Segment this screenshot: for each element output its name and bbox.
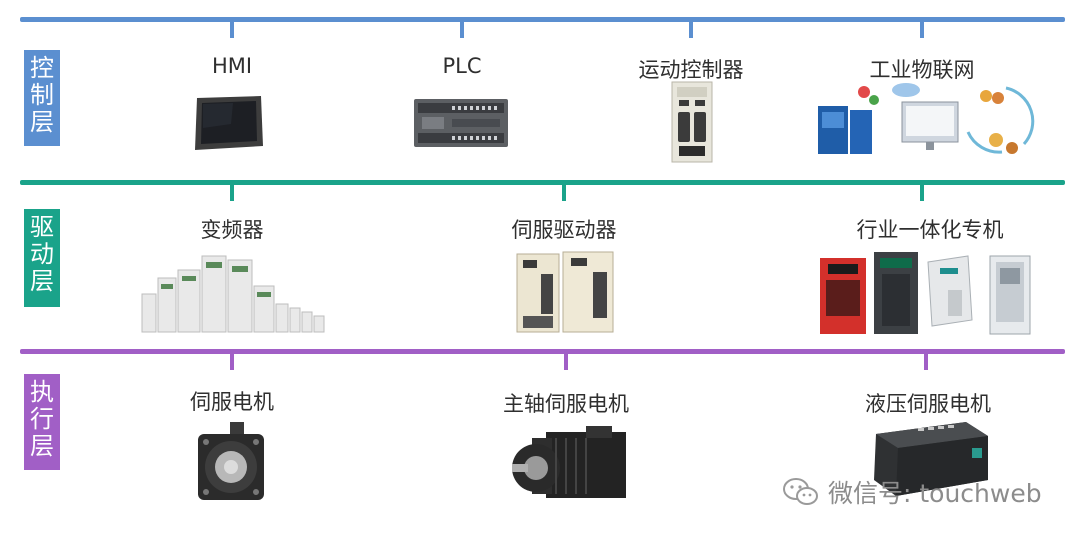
execution-tag-char-3: 层 bbox=[30, 432, 54, 460]
control-tick-iiot bbox=[920, 20, 924, 38]
label-servo-motor: 伺服电机 bbox=[190, 390, 274, 414]
drive-layer-bar bbox=[20, 180, 1065, 185]
iiot-diagram-image bbox=[818, 83, 1035, 154]
label-hmi: HMI bbox=[211, 54, 253, 78]
watermark-text: 微信号: touchweb bbox=[828, 479, 1042, 508]
label-inverter: 变频器 bbox=[200, 218, 264, 242]
label-motion-controller: 运动控制器 bbox=[638, 58, 744, 82]
control-tag-char-3: 层 bbox=[30, 108, 54, 136]
control-tag-char-2: 制 bbox=[30, 81, 54, 109]
inverter-lineup-image bbox=[141, 255, 325, 333]
execution-layer-tag: 执 行 层 bbox=[24, 374, 60, 470]
label-servo-driver: 伺服驱动器 bbox=[511, 218, 617, 242]
execution-layer-bar bbox=[20, 349, 1065, 354]
drive-tag-char-1: 驱 bbox=[30, 213, 54, 241]
spindle-motor-image bbox=[512, 426, 626, 498]
drive-tick-inverter bbox=[230, 183, 234, 201]
drive-tag-char-2: 动 bbox=[30, 240, 54, 268]
label-hydraulic-servo-motor: 液压伺服电机 bbox=[865, 392, 991, 416]
control-layer-bar bbox=[20, 17, 1065, 22]
motion-controller-image bbox=[671, 81, 713, 163]
servo-driver-image bbox=[516, 251, 614, 333]
control-tick-plc bbox=[460, 20, 464, 38]
servo-motor-image bbox=[198, 422, 264, 500]
wechat-icon bbox=[783, 478, 818, 505]
control-layer-tag: 控 制 层 bbox=[24, 50, 60, 146]
watermark: 微信号: touchweb bbox=[782, 474, 1042, 510]
label-plc: PLC bbox=[442, 54, 482, 78]
drive-tick-servo-driver bbox=[562, 183, 566, 201]
exec-tick-servo-motor bbox=[230, 352, 234, 370]
drive-layer-tag: 驱 动 层 bbox=[24, 209, 60, 307]
execution-tag-char-2: 行 bbox=[30, 405, 54, 433]
label-integrated-machine: 行业一体化专机 bbox=[856, 218, 1004, 242]
integrated-machine-image bbox=[820, 252, 1031, 335]
hydraulic-motor-image bbox=[874, 422, 988, 496]
drive-tag-char-3: 层 bbox=[30, 267, 54, 295]
control-tick-motion bbox=[689, 20, 693, 38]
control-tag-char-1: 控 bbox=[30, 54, 54, 82]
label-iiot: 工业物联网 bbox=[869, 58, 975, 82]
execution-tag-char-1: 执 bbox=[30, 378, 54, 406]
exec-tick-hydraulic-motor bbox=[924, 352, 928, 370]
drive-tick-integrated bbox=[920, 183, 924, 201]
control-tick-hmi bbox=[230, 20, 234, 38]
hmi-panel-image bbox=[195, 96, 263, 150]
exec-tick-spindle-motor bbox=[564, 352, 568, 370]
plc-module-image bbox=[414, 99, 508, 147]
label-spindle-servo-motor: 主轴伺服电机 bbox=[503, 392, 629, 416]
